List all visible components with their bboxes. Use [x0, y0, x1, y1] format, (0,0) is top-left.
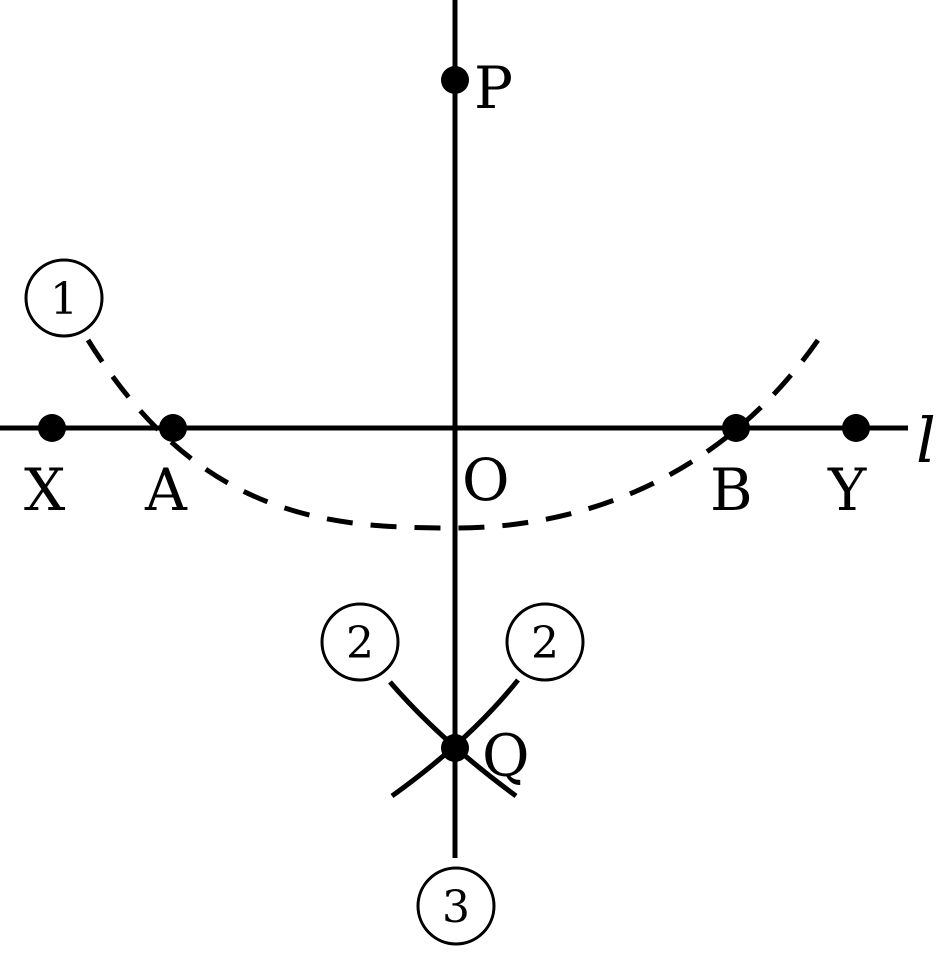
step-3-number: 3: [442, 882, 470, 933]
dashed-arc-step1: [85, 338, 821, 531]
point-Y: [842, 414, 870, 442]
point-A: [159, 414, 187, 442]
step-1-marker: 1: [24, 258, 104, 338]
step-3-marker: 3: [416, 866, 496, 946]
step-2-left-marker: 2: [320, 602, 400, 682]
label-P: P: [474, 54, 513, 122]
label-O: O: [462, 446, 510, 514]
label-Y: Y: [827, 456, 867, 524]
point-P: [441, 66, 469, 94]
label-line-l: l: [916, 404, 936, 477]
step-1-number: 1: [50, 274, 78, 325]
point-X: [38, 414, 66, 442]
label-Q: Q: [482, 722, 530, 790]
step-2-right-number: 2: [531, 618, 559, 669]
label-X: X: [24, 456, 66, 524]
label-A: A: [144, 456, 188, 524]
label-B: B: [710, 456, 753, 524]
point-Q: [441, 734, 469, 762]
point-B: [722, 414, 750, 442]
step-2-left-number: 2: [346, 618, 374, 669]
step-2-right-marker: 2: [505, 602, 585, 682]
